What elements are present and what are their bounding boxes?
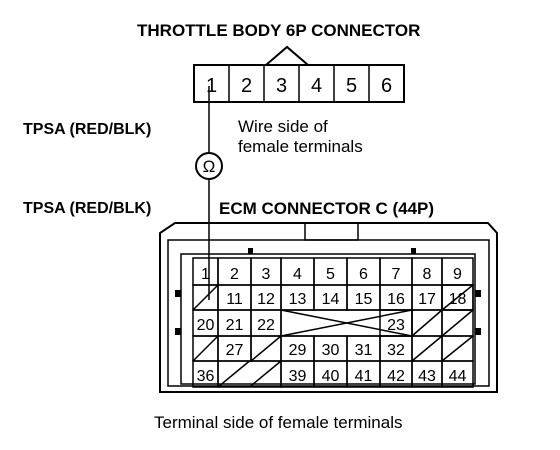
ecm-terminal-label: 16 (387, 291, 405, 308)
ecm-terminal-label: 31 (355, 342, 373, 359)
ecm-terminal-label: 27 (226, 342, 244, 359)
throttle-pin-2: 2 (241, 75, 252, 97)
ecm-terminal-label: 41 (355, 368, 373, 385)
ecm-terminal-label: 14 (322, 291, 340, 308)
ecm-terminal-label: 15 (355, 291, 373, 308)
ecm-terminal-label: 42 (387, 368, 405, 385)
ecm-connector-footer: Terminal side of female terminals (154, 413, 402, 432)
ecm-terminal-label: 1 (201, 266, 210, 283)
ecm-terminal-label: 30 (322, 342, 340, 359)
ecm-terminal-label: 43 (418, 368, 436, 385)
ecm-terminal-label: 7 (392, 266, 401, 283)
ecm-terminal-label: 6 (359, 266, 368, 283)
ecm-terminal-label: 17 (418, 291, 436, 308)
ecm-terminal-label: 23 (387, 317, 405, 334)
throttle-connector-title: THROTTLE BODY 6P CONNECTOR (137, 21, 420, 40)
ecm-empty-cell (217, 360, 282, 388)
ecm-empty-cell-hatch (217, 360, 250, 388)
ecm-terminal-label: 21 (226, 317, 244, 334)
ecm-terminal-label: 44 (449, 368, 467, 385)
ecm-terminal-label: 8 (423, 266, 432, 283)
ecm-terminal-label: 11 (226, 291, 243, 308)
ecm-empty-cell-hatch (192, 284, 219, 311)
ecm-terminal-label: 29 (289, 342, 307, 359)
ohmmeter-symbol: Ω (203, 157, 216, 176)
ecm-empty-cell-hatch (441, 309, 474, 337)
ecm-blocked-cross (280, 309, 413, 337)
throttle-pin-6: 6 (381, 75, 392, 97)
ecm-terminal-label: 18 (449, 291, 467, 308)
ecm-terminal-label: 5 (326, 266, 335, 283)
throttle-pin-3: 3 (276, 75, 287, 97)
ecm-terminal-label: 32 (387, 342, 405, 359)
ecm-empty-cell-hatch (192, 335, 219, 362)
throttle-note-line2: female terminals (238, 137, 363, 156)
ecm-terminal-label: 22 (257, 317, 275, 334)
ecm-terminal-label: 20 (197, 317, 215, 334)
ecm-terminal-label: 13 (289, 291, 307, 308)
ecm-empty-cell-hatch (249, 360, 282, 388)
probe-label-bottom: TPSA (RED/BLK) (23, 200, 151, 217)
ecm-blocked-region (280, 309, 413, 337)
ecm-terminal-label: 36 (197, 368, 215, 385)
ecm-empty-cell-hatch (250, 335, 282, 362)
ecm-terminal-label: 9 (453, 266, 462, 283)
ecm-empty-cell-hatch (441, 335, 474, 362)
ecm-connector-title: ECM CONNECTOR C (44P) (219, 199, 434, 218)
ecm-terminal-label: 3 (262, 266, 271, 283)
ecm-empty-cell-hatch (441, 284, 474, 311)
ecm-terminal-label: 39 (289, 368, 307, 385)
ecm-terminal-label: 12 (257, 291, 275, 308)
probe-label-top: TPSA (RED/BLK) (23, 121, 151, 138)
throttle-pin-4: 4 (311, 75, 322, 97)
ecm-empty-cell-hatch (411, 335, 443, 362)
throttle-pin-5: 5 (346, 75, 357, 97)
throttle-note-line1: Wire side of (238, 117, 328, 136)
ecm-connector-lock-tabs (175, 248, 481, 335)
throttle-pin-1: 1 (206, 75, 217, 97)
ecm-terminal-label: 4 (293, 266, 302, 283)
ecm-terminal-label: 2 (230, 266, 239, 283)
ecm-terminal-label: 40 (322, 368, 340, 385)
ecm-connector-housing (159, 222, 498, 393)
ecm-empty-cell-hatch (411, 309, 443, 337)
ecm-terminal-cell (441, 360, 474, 388)
throttle-connector-pins: 1 2 3 4 5 6 (193, 64, 405, 103)
throttle-connector-latch (265, 45, 309, 66)
